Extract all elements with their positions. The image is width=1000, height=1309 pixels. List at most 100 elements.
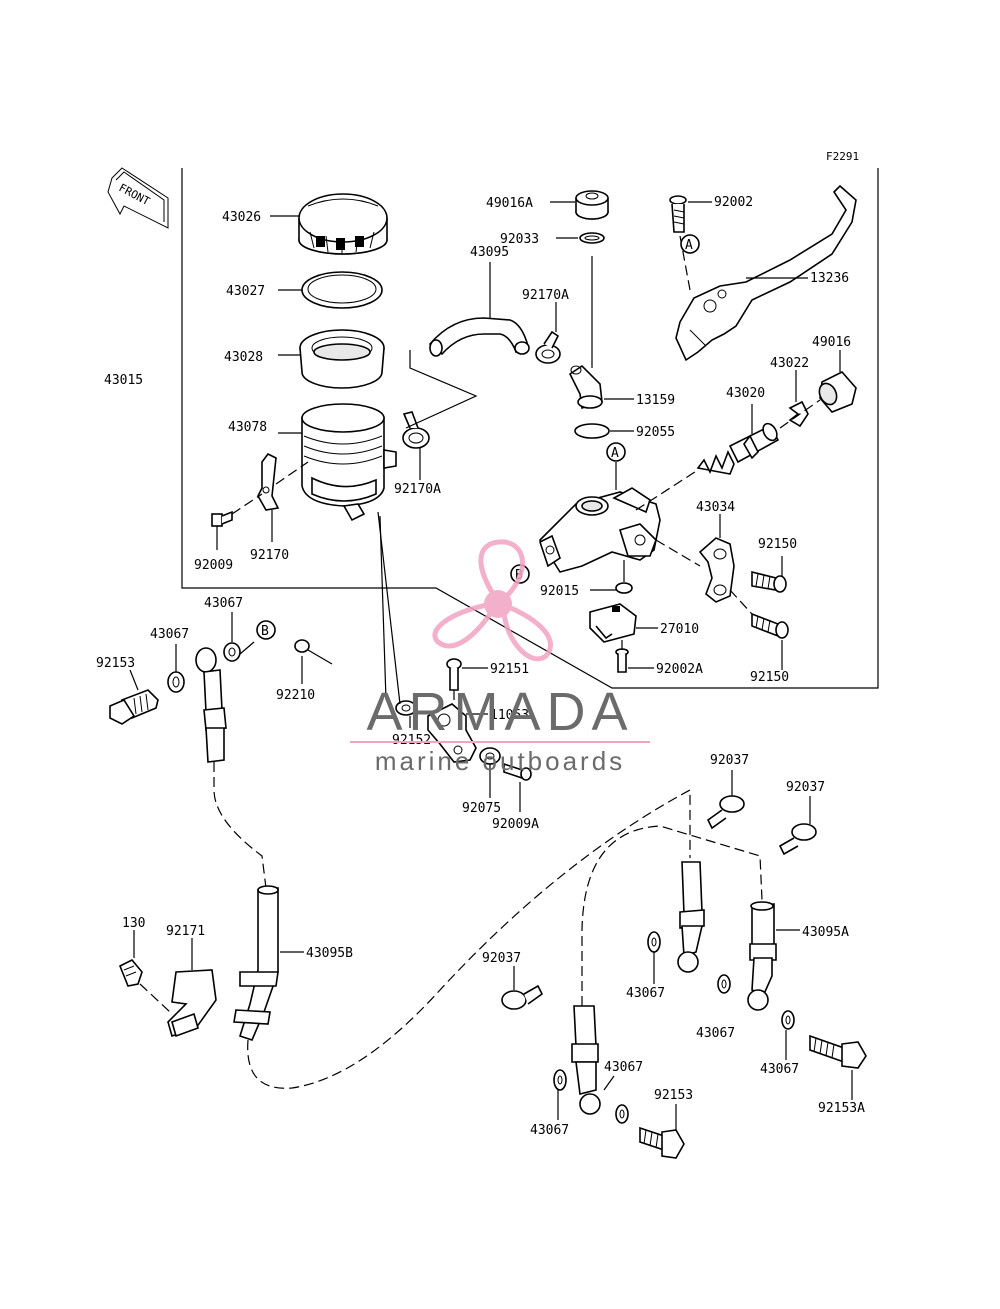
circlip-92015 bbox=[615, 582, 633, 594]
master-cylinder-body bbox=[538, 487, 661, 573]
clamp-bolt-lower bbox=[751, 612, 789, 639]
callout-a-body: A bbox=[606, 442, 626, 462]
washer-43067-f bbox=[553, 1069, 567, 1091]
label-92037-c: 92037 bbox=[482, 951, 521, 966]
watermark-tagline: marine outboards bbox=[375, 746, 625, 776]
label-92150-lower: 92150 bbox=[750, 670, 789, 685]
pivot-bolt-92002 bbox=[669, 195, 687, 233]
washer-43067-d bbox=[717, 974, 731, 994]
label-92055: 92055 bbox=[636, 425, 675, 440]
diagram-code: F2291 bbox=[826, 150, 859, 163]
label-43095: 43095 bbox=[470, 245, 509, 260]
hose-clamp-upper bbox=[535, 330, 561, 364]
label-92033: 92033 bbox=[500, 232, 539, 247]
label-92009a: 92009A bbox=[492, 817, 539, 832]
label-92170: 92170 bbox=[250, 548, 289, 563]
label-130: 130 bbox=[122, 916, 145, 931]
reservoir-mount-bracket bbox=[427, 703, 477, 763]
plug-92210 bbox=[294, 639, 310, 653]
label-92170a-lower: 92170A bbox=[394, 482, 441, 497]
label-49016: 49016 bbox=[812, 335, 851, 350]
banjo-hose-upper bbox=[195, 647, 227, 763]
o-ring-92055 bbox=[574, 423, 610, 439]
screw-92009 bbox=[211, 510, 233, 527]
label-49016a: 49016A bbox=[486, 196, 533, 211]
diaphragm-plate bbox=[301, 271, 383, 309]
grommet-49016a bbox=[575, 190, 609, 220]
part-labels: 43026 43027 43028 43015 43078 92009 9217… bbox=[96, 195, 865, 1138]
washer-43067-c bbox=[647, 931, 661, 953]
washer-43067-left bbox=[167, 671, 185, 693]
watermark: ARMADA marine outboards bbox=[350, 539, 650, 776]
label-43067-upper: 43067 bbox=[204, 596, 243, 611]
label-43022: 43022 bbox=[770, 356, 809, 371]
label-92152: 92152 bbox=[392, 733, 431, 748]
reservoir-tank bbox=[301, 403, 397, 522]
label-43027: 43027 bbox=[226, 284, 265, 299]
label-92171: 92171 bbox=[166, 924, 205, 939]
label-92150-upper: 92150 bbox=[758, 537, 797, 552]
reservoir-cap bbox=[298, 193, 388, 255]
washer-43067-g bbox=[615, 1104, 629, 1124]
label-92015: 92015 bbox=[540, 584, 579, 599]
label-92153-upper: 92153 bbox=[96, 656, 135, 671]
label-43067-left: 43067 bbox=[150, 627, 189, 642]
callout-b-left: B bbox=[256, 620, 276, 640]
label-43034: 43034 bbox=[696, 500, 735, 515]
callout-b-left-label: B bbox=[261, 624, 269, 639]
label-43020: 43020 bbox=[726, 386, 765, 401]
diaphragm bbox=[299, 329, 385, 389]
label-13236: 13236 bbox=[810, 271, 849, 286]
propeller-logo-icon bbox=[432, 539, 553, 662]
label-11053: 11053 bbox=[490, 708, 529, 723]
label-92037-a: 92037 bbox=[710, 753, 749, 768]
label-43095b: 43095B bbox=[306, 946, 353, 961]
label-92153-lower: 92153 bbox=[654, 1088, 693, 1103]
banjo-bolt-92153a bbox=[809, 1034, 867, 1069]
label-92153a: 92153A bbox=[818, 1101, 865, 1116]
label-92210: 92210 bbox=[276, 688, 315, 703]
label-43026: 43026 bbox=[222, 210, 261, 225]
brake-lever bbox=[675, 184, 857, 362]
label-92002a: 92002A bbox=[656, 662, 703, 677]
brake-light-switch bbox=[589, 603, 637, 643]
brake-hose-center bbox=[677, 861, 705, 973]
label-43067-e: 43067 bbox=[760, 1062, 799, 1077]
label-92075: 92075 bbox=[462, 801, 501, 816]
piston-assembly bbox=[696, 422, 780, 475]
reservoir-hose bbox=[428, 317, 530, 357]
brake-hose-lower bbox=[571, 1005, 601, 1115]
label-43095a: 43095A bbox=[802, 925, 849, 940]
front-arrow-icon: FRONT bbox=[107, 167, 169, 229]
label-92002: 92002 bbox=[714, 195, 753, 210]
circlip-92033 bbox=[579, 232, 605, 244]
fitting-13159 bbox=[568, 364, 603, 410]
collar-92152 bbox=[395, 700, 417, 716]
label-92009: 92009 bbox=[194, 558, 233, 573]
hose-guide-92171 bbox=[167, 969, 217, 1038]
banjo-bolt-92153-upper bbox=[109, 689, 159, 725]
label-43067-d: 43067 bbox=[696, 1026, 735, 1041]
watermark-brand: ARMADA bbox=[366, 682, 633, 742]
washer-43067-e bbox=[781, 1010, 795, 1030]
washer-43067-upper bbox=[223, 642, 241, 662]
callout-a-lever: A bbox=[680, 234, 700, 254]
hose-clamp-92037-c bbox=[501, 984, 544, 1010]
hose-clamp-92037-b bbox=[778, 823, 817, 856]
handlebar-clamp bbox=[698, 537, 735, 603]
clamp-bolt-upper bbox=[751, 570, 787, 593]
label-92170a-upper: 92170A bbox=[522, 288, 569, 303]
banjo-bolt-92153-lower bbox=[639, 1126, 685, 1159]
label-43028: 43028 bbox=[224, 350, 263, 365]
front-marker-label: FRONT bbox=[117, 181, 153, 208]
label-43067-c: 43067 bbox=[626, 986, 665, 1001]
label-43015: 43015 bbox=[104, 373, 143, 388]
assembly-boundary bbox=[181, 168, 879, 689]
hose-clamp-lower bbox=[402, 411, 430, 449]
callout-a-body-label: A bbox=[611, 446, 619, 461]
brake-hose-43095a bbox=[747, 901, 777, 1011]
screw-92009a bbox=[503, 762, 532, 781]
bolt-130 bbox=[118, 959, 143, 987]
label-43067-g: 43067 bbox=[604, 1060, 643, 1075]
